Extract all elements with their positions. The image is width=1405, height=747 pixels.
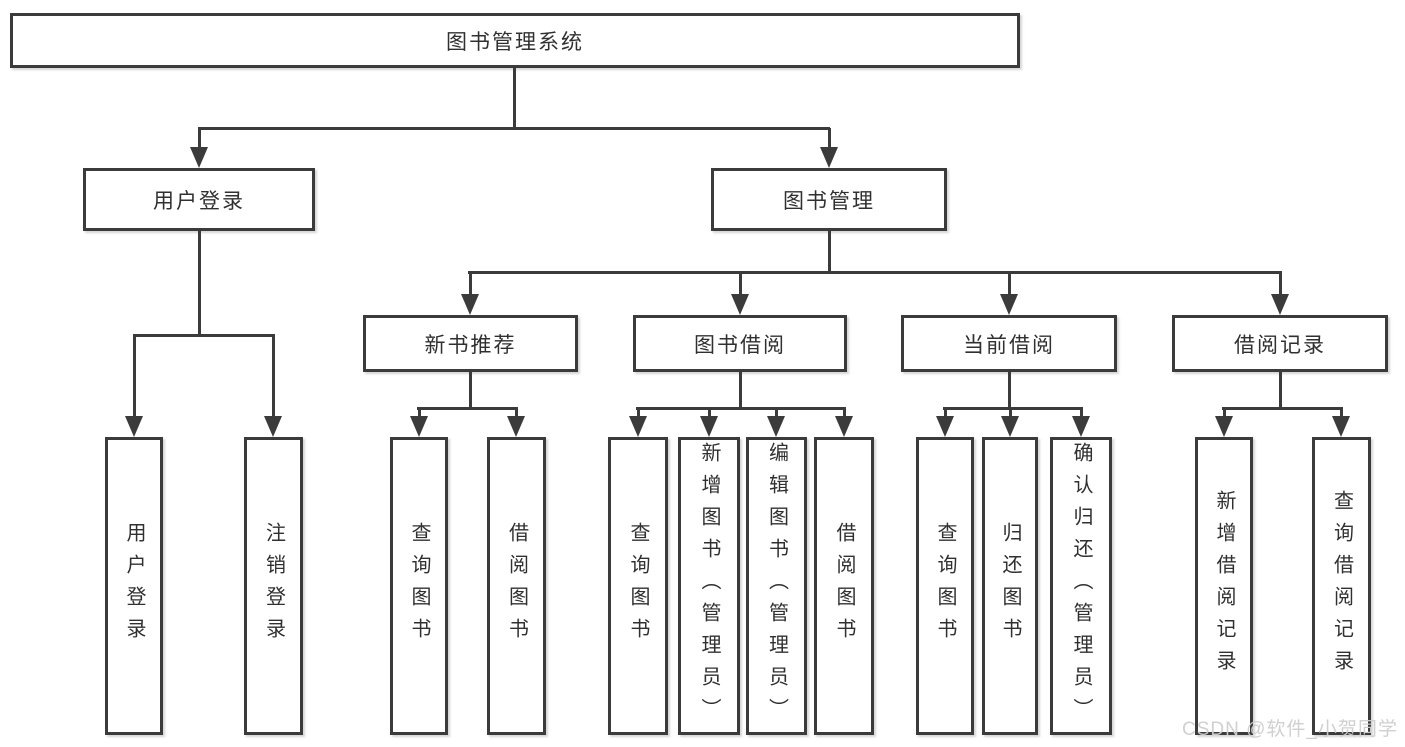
leaf-bb-query-books-label: 查询图书 [627, 522, 649, 650]
csdn-watermark: CSDN @软件_小贺同学 [1182, 719, 1398, 740]
arrowhead-down-icon [461, 294, 479, 315]
leaf-logout-label: 注销登录 [262, 522, 285, 650]
leaf-bb-borrow-books: 借阅图书 [814, 437, 874, 735]
arrowhead-down-icon [936, 416, 954, 437]
connector-line [775, 407, 778, 421]
leaf-nbr-borrow-books-label: 借阅图书 [505, 522, 528, 650]
leaf-logout: 注销登录 [244, 437, 303, 735]
connector-line [417, 407, 518, 410]
connector-line [1340, 407, 1343, 421]
arrowhead-down-icon [835, 416, 853, 437]
leaf-nbr-query-books-label: 查询图书 [408, 522, 430, 650]
connector-line [1008, 272, 1011, 298]
connector-line [1279, 372, 1282, 408]
node-borrow-records-label: 借阅记录 [1234, 333, 1326, 357]
connector-line [469, 372, 472, 408]
connector-line [944, 407, 947, 421]
node-root-system: 图书管理系统 [10, 13, 1020, 68]
connector-line [1223, 407, 1226, 421]
node-borrow-records: 借阅记录 [1172, 315, 1388, 372]
connector-line [198, 128, 201, 151]
leaf-cb-return-books-label: 归还图书 [999, 522, 1021, 650]
arrowhead-down-icon [1215, 416, 1233, 437]
arrowhead-down-icon [700, 416, 718, 437]
node-book-management: 图书管理 [711, 168, 947, 231]
leaf-br-add-record-label: 新增借阅记录 [1213, 490, 1235, 682]
arrowhead-down-icon [410, 416, 428, 437]
node-current-borrow: 当前借阅 [901, 315, 1117, 372]
node-user-login: 用户登录 [83, 168, 315, 231]
connector-line [1222, 407, 1343, 410]
connector-line [739, 272, 742, 298]
leaf-cb-query-books-label: 查询图书 [934, 522, 956, 650]
connector-line [198, 231, 201, 335]
connector-line [468, 271, 1282, 274]
connector-line [133, 334, 136, 420]
leaf-br-query-record: 查询借阅记录 [1312, 437, 1371, 735]
connector-line [198, 127, 830, 130]
connector-line [708, 407, 711, 421]
node-user-login-label: 用户登录 [153, 189, 245, 213]
leaf-bb-add-books-admin: 新增图书（管理员） [678, 437, 740, 735]
node-book-management-label: 图书管理 [783, 189, 875, 213]
connector-line [943, 407, 1083, 410]
arrowhead-down-icon [190, 147, 208, 168]
arrowhead-down-icon [629, 416, 647, 437]
arrowhead-down-icon [507, 416, 525, 437]
arrowhead-down-icon [264, 416, 282, 437]
leaf-bb-query-books: 查询图书 [608, 437, 668, 735]
leaf-br-add-record: 新增借阅记录 [1195, 437, 1253, 735]
connector-line [513, 68, 516, 128]
leaf-nbr-query-books: 查询图书 [390, 437, 448, 735]
connector-line [1009, 407, 1012, 421]
node-new-book-recommend-label: 新书推荐 [424, 333, 517, 357]
connector-line [828, 128, 831, 151]
arrowhead-down-icon [1001, 416, 1019, 437]
leaf-user-login: 用户登录 [105, 437, 163, 735]
connector-line [1279, 272, 1282, 298]
connector-line [637, 407, 640, 421]
leaf-cb-confirm-return-admin: 确认归还（管理员） [1050, 437, 1112, 735]
arrowhead-down-icon [1271, 294, 1289, 315]
connector-line [418, 407, 421, 421]
arrowhead-down-icon [125, 416, 143, 437]
connector-line [1008, 372, 1011, 408]
connector-line [739, 372, 742, 408]
node-book-borrow-label: 图书借阅 [694, 333, 786, 357]
leaf-cb-return-books: 归还图书 [982, 437, 1038, 735]
connector-line [469, 272, 472, 298]
arrowhead-down-icon [767, 416, 785, 437]
leaf-nbr-borrow-books: 借阅图书 [487, 437, 546, 735]
leaf-bb-edit-books-admin-label: 编辑图书（管理员） [765, 442, 788, 730]
leaf-bb-add-books-admin-label: 新增图书（管理员） [698, 442, 720, 730]
connector-line [272, 334, 275, 420]
node-root-label: 图书管理系统 [446, 30, 584, 54]
connector-line [843, 407, 846, 421]
arrowhead-down-icon [731, 294, 749, 315]
node-new-book-recommend: 新书推荐 [363, 315, 578, 372]
leaf-bb-borrow-books-label: 借阅图书 [833, 522, 855, 650]
arrowhead-down-icon [1000, 294, 1018, 315]
arrowhead-down-icon [820, 147, 838, 168]
connector-line [1080, 407, 1083, 421]
arrowhead-down-icon [1332, 416, 1350, 437]
leaf-cb-confirm-return-admin-label: 确认归还（管理员） [1070, 442, 1092, 730]
connector-line [828, 231, 831, 273]
node-book-borrow: 图书借阅 [633, 315, 847, 372]
node-current-borrow-label: 当前借阅 [963, 333, 1055, 357]
leaf-cb-query-books: 查询图书 [916, 437, 974, 735]
leaf-user-login-label: 用户登录 [123, 522, 145, 650]
leaf-br-query-record-label: 查询借阅记录 [1330, 490, 1353, 682]
connector-line [515, 407, 518, 421]
leaf-bb-edit-books-admin: 编辑图书（管理员） [746, 437, 807, 735]
arrowhead-down-icon [1072, 416, 1090, 437]
connector-line [133, 334, 274, 337]
connector-line [636, 407, 846, 410]
